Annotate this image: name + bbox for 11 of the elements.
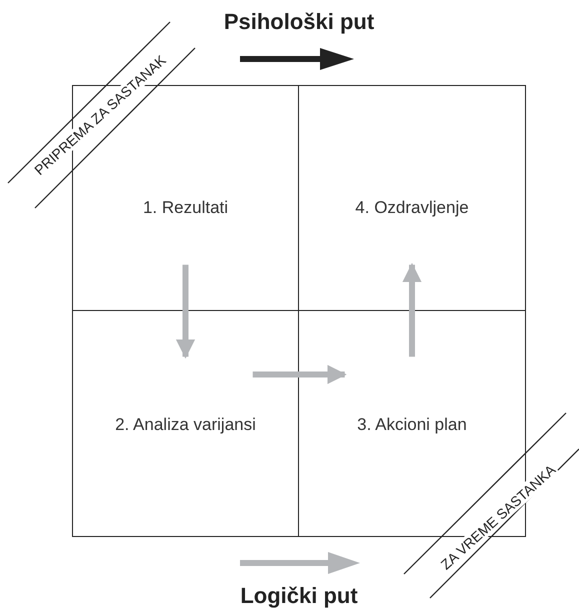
quadrant-title: 2. Analiza varijansi [115, 415, 256, 435]
quadrant-title: 4. Ozdravljenje [355, 198, 469, 218]
arrow [252, 364, 347, 384]
quadrant-title: 3. Akcioni plan [357, 415, 467, 435]
heading: Psihološki put [224, 9, 374, 35]
heading: Logički put [240, 583, 358, 609]
quadrant-cell [72, 310, 299, 537]
arrow [402, 262, 422, 357]
quadrant-title: 1. Rezultati [142, 198, 228, 218]
quadrant-cell [298, 85, 526, 311]
arrow [176, 264, 196, 359]
